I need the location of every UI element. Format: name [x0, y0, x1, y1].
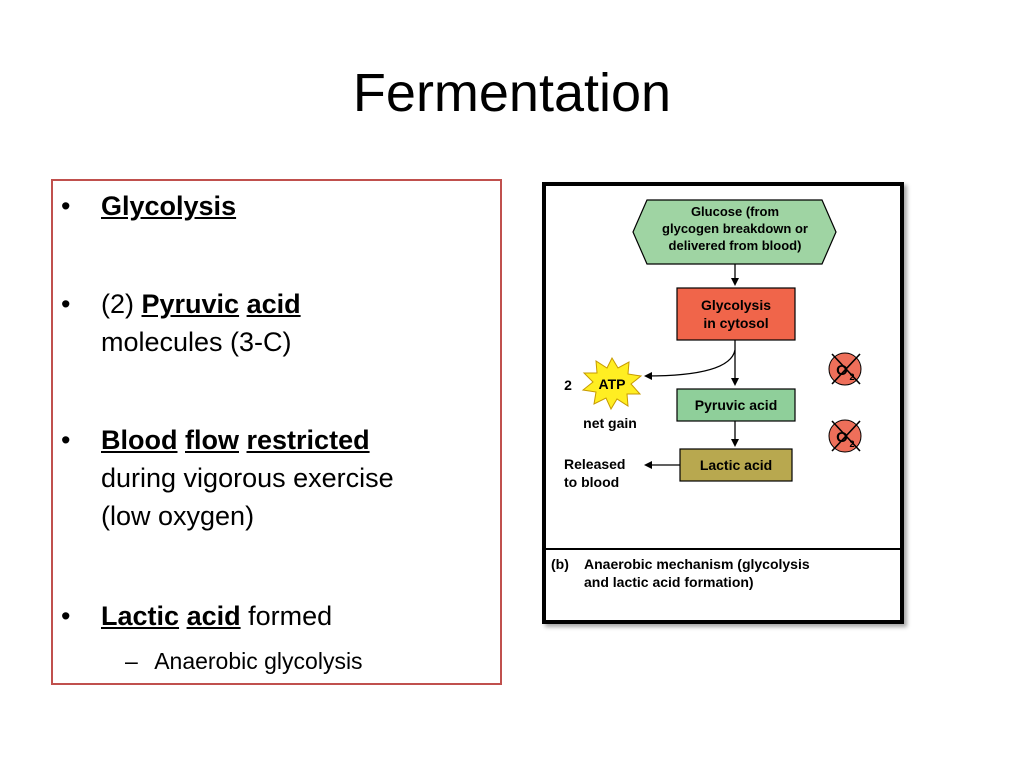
term-acid: acid [246, 289, 301, 319]
atp-count: 2 [564, 377, 572, 393]
caption-line-2: and lactic acid formation) [584, 574, 754, 590]
sub-bullet-dash: – [125, 648, 138, 674]
pyruvic-acid-box [676, 388, 796, 422]
caption-tag: (b) [551, 556, 569, 572]
o2-symbol: O [836, 429, 848, 446]
bullet-text: (low oxygen) [101, 501, 255, 531]
arrow-to-atp [644, 349, 736, 380]
glucose-label-2: glycogen breakdown or [662, 221, 808, 236]
diagram-frame: Glucose (from glycogen breakdown or deli… [542, 182, 904, 624]
no-oxygen-icon: O 2 [828, 419, 862, 453]
sub-bullet-text: Anaerobic glycolysis [154, 648, 363, 674]
o2-subscript: 2 [849, 372, 854, 382]
o2-subscript: 2 [849, 439, 854, 449]
atp-label: ATP [599, 376, 626, 392]
bullet-text: molecules (3-C) [101, 327, 292, 357]
bullet-dot: • [61, 191, 71, 221]
atp-star [581, 356, 643, 411]
bullet-box: • Glycolysis • (2) Pyruvic acid molecule… [51, 179, 502, 685]
glycolysis-label-1: Glycolysis [701, 297, 771, 313]
bullet-prefix: (2) [101, 289, 142, 319]
term-glycolysis: Glycolysis [101, 191, 237, 221]
slide-title: Fermentation [352, 63, 672, 123]
glucose-hexagon [632, 199, 837, 265]
fermentation-diagram: Glucose (from glycogen breakdown or deli… [546, 199, 900, 590]
glucose-label-1: Glucose (from [691, 204, 779, 219]
sub-bullet-anaerobic: – Anaerobic glycolysis [125, 646, 363, 676]
o2-symbol: O [836, 362, 848, 379]
no-oxygen-icon: O 2 [828, 352, 862, 386]
released-label-1: Released [564, 456, 625, 472]
term-blood: Blood [101, 425, 178, 455]
caption-line-1: Anaerobic mechanism (glycolysis [584, 556, 810, 572]
net-gain-label: net gain [583, 415, 637, 431]
term-pyruvic: Pyruvic [141, 289, 240, 319]
term-lactic: Lactic [101, 601, 180, 631]
released-label-2: to blood [564, 474, 619, 490]
bullet-text: during vigorous exercise [101, 463, 394, 493]
term-restricted: restricted [246, 425, 370, 455]
glycolysis-box [676, 287, 796, 341]
glucose-label-3: delivered from blood) [669, 238, 802, 253]
bullet-dot: • [61, 601, 71, 631]
glycolysis-label-2: in cytosol [703, 315, 768, 331]
lactic-acid-label: Lactic acid [700, 457, 772, 473]
bullet-dot: • [61, 289, 71, 319]
term-flow: flow [185, 425, 239, 455]
bullet-text: formed [240, 601, 333, 631]
bullet-dot: • [61, 425, 71, 455]
term-acid: acid [186, 601, 241, 631]
pyruvic-acid-label: Pyruvic acid [695, 397, 778, 413]
